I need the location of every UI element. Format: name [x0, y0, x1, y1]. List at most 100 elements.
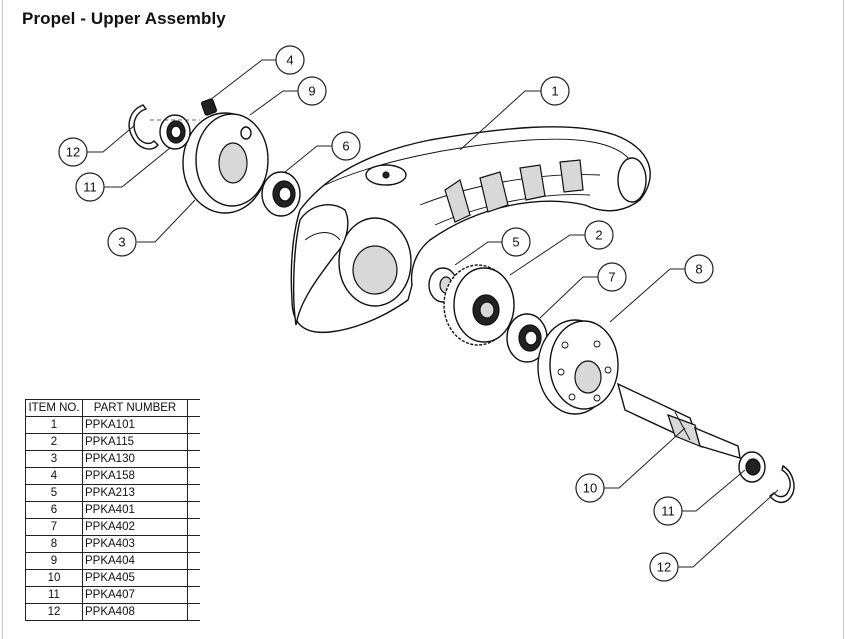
gear-part — [443, 264, 515, 346]
bom-header-part-number: PART NUMBER — [82, 399, 188, 417]
set-screw-part — [200, 98, 218, 116]
bom-item-no: 12 — [25, 603, 83, 621]
bom-part-number: PPKA402 — [82, 518, 188, 536]
callout-1: 1 — [540, 76, 570, 106]
bom-part-number: PPKA115 — [82, 433, 188, 451]
leader-12-upper — [87, 124, 136, 153]
bom-item-no: 11 — [25, 586, 83, 604]
bom-item-no: 6 — [25, 501, 83, 519]
bom-item-no: 7 — [25, 518, 83, 536]
bom-header-item-no: ITEM NO. — [25, 399, 83, 417]
bom-spacer-cell — [187, 416, 200, 434]
bom-part-number: PPKA101 — [82, 416, 188, 434]
callout-12-lower: 12 — [649, 552, 679, 582]
leader-1 — [459, 90, 541, 151]
callout-1-label: 1 — [551, 84, 558, 99]
callout-9: 9 — [297, 76, 327, 106]
leader-4 — [209, 59, 277, 101]
leader-3 — [137, 199, 196, 243]
callout-11-lower-label: 11 — [661, 504, 675, 519]
bom-part-number: PPKA407 — [82, 586, 188, 604]
bom-spacer-cell — [187, 450, 200, 468]
bom-header-spacer — [187, 399, 200, 417]
bom-part-number: PPKA404 — [82, 552, 188, 570]
leader-7 — [539, 276, 598, 319]
callout-8-label: 8 — [695, 262, 702, 277]
callout-4-label: 4 — [286, 53, 293, 68]
callout-2-label: 2 — [595, 228, 602, 243]
callout-4: 4 — [275, 45, 305, 75]
bom-spacer-cell — [187, 535, 200, 553]
leader-5 — [454, 241, 502, 266]
leader-11-upper — [104, 147, 171, 188]
bom-spacer-cell — [187, 501, 200, 519]
leader-9 — [249, 90, 298, 116]
bearing-7-part — [506, 313, 548, 363]
callout-11-upper-label: 11 — [83, 180, 97, 195]
bom-spacer-cell — [187, 586, 200, 604]
bom-part-number: PPKA403 — [82, 535, 188, 553]
callout-12-upper: 12 — [58, 137, 88, 167]
bom-item-no: 3 — [25, 450, 83, 468]
bom-item-no: 4 — [25, 467, 83, 485]
bom-part-number: PPKA401 — [82, 501, 188, 519]
bom-part-number: PPKA158 — [82, 467, 188, 485]
bom-spacer-cell — [187, 467, 200, 485]
bom-spacer-cell — [187, 552, 200, 570]
leader-lines — [87, 59, 779, 568]
callout-5-label: 5 — [512, 235, 519, 250]
callout-3: 3 — [107, 227, 137, 257]
callout-7: 7 — [597, 262, 627, 292]
leader-12-lower — [678, 489, 779, 568]
page-title: Propel - Upper Assembly — [22, 9, 226, 28]
leader-10 — [604, 427, 686, 489]
leader-8 — [609, 268, 685, 323]
bom-item-no: 2 — [25, 433, 83, 451]
callout-9-label: 9 — [308, 84, 315, 99]
arm-housing-part — [290, 126, 651, 334]
bom-spacer-cell — [187, 569, 200, 587]
callout-2: 2 — [584, 220, 614, 250]
bom-spacer-cell — [187, 518, 200, 536]
callout-5: 5 — [501, 227, 531, 257]
leader-2 — [509, 234, 585, 276]
leader-6 — [284, 145, 332, 173]
bom-item-no: 5 — [25, 484, 83, 502]
bom-item-no: 1 — [25, 416, 83, 434]
bearing-6-part — [261, 171, 301, 217]
bom-part-number: PPKA130 — [82, 450, 188, 468]
hub-part — [537, 319, 619, 415]
frame-left-border — [2, 0, 3, 639]
cover-disc-part — [182, 112, 269, 214]
bom-item-no: 9 — [25, 552, 83, 570]
callout-6-label: 6 — [342, 139, 349, 154]
shaft-part — [616, 382, 741, 459]
callout-11-upper: 11 — [75, 172, 105, 202]
lower-retaining-ring-part — [769, 464, 795, 503]
bom-spacer-cell — [187, 484, 200, 502]
leader-11-lower — [682, 469, 746, 512]
bom-item-no: 10 — [25, 569, 83, 587]
bom-part-number: PPKA408 — [82, 603, 188, 621]
callout-7-label: 7 — [608, 270, 615, 285]
callout-11-lower: 11 — [653, 496, 683, 526]
callout-12-upper-label: 12 — [66, 145, 80, 160]
bom-part-number: PPKA405 — [82, 569, 188, 587]
callout-8: 8 — [684, 254, 714, 284]
upper-retaining-ring-part — [128, 104, 200, 150]
bom-item-no: 8 — [25, 535, 83, 553]
lower-washer-part — [738, 451, 766, 483]
callout-12-lower-label: 12 — [657, 560, 671, 575]
callout-10-label: 10 — [583, 481, 597, 496]
